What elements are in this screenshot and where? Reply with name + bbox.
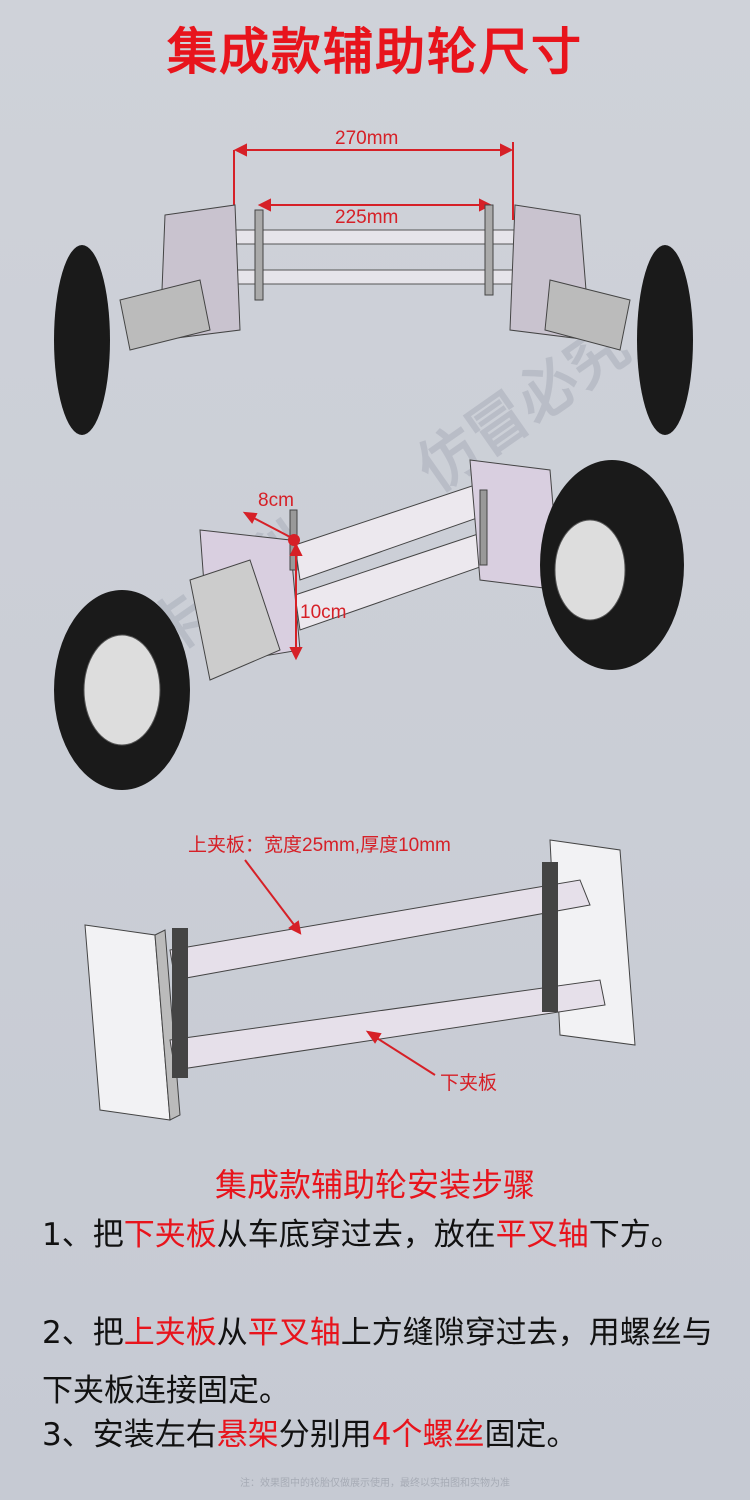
step-highlight: 平叉轴 (495, 1217, 589, 1253)
step-text: 2、把 (42, 1315, 124, 1351)
upper-plate-label: 上夹板：宽度25mm,厚度10mm (188, 835, 451, 856)
step-text: 固定。 (484, 1417, 578, 1453)
top-view-diagram (54, 142, 693, 435)
step-text: 分别用 (278, 1417, 372, 1453)
clamp-plates-diagram (84, 839, 636, 1121)
dim-outer-width: 270mm (335, 128, 399, 149)
dim-height: 10cm (300, 602, 347, 623)
step-highlight: 下夹板 (123, 1217, 217, 1253)
step-highlight: 悬架 (216, 1417, 279, 1453)
page-title: 集成款辅助轮尺寸 (167, 23, 583, 81)
step-text: 从车底穿过去，放在 (216, 1217, 496, 1253)
lower-plate-label: 下夹板 (440, 1073, 498, 1094)
step-text: 下方。 (588, 1217, 682, 1253)
dim-depth: 8cm (258, 490, 294, 511)
step-text: 1、把 (42, 1217, 124, 1253)
step-highlight: 4个螺丝 (371, 1417, 485, 1453)
dim-inner-width: 225mm (335, 207, 399, 228)
step-highlight: 上夹板 (123, 1315, 217, 1351)
install-title: 集成款辅助轮安装步骤 (214, 1166, 535, 1204)
step-text: 3、安装左右 (42, 1417, 217, 1453)
step-text: 从 (216, 1315, 248, 1351)
step-highlight: 平叉轴 (247, 1315, 341, 1351)
install-step-2: 2、把上夹板从平叉轴上方缝隙穿过去，用螺丝与下夹板连接固定。 (42, 1304, 722, 1420)
step-text: 上方缝隙穿过去，用螺丝与下夹板连接固定。 (42, 1315, 713, 1409)
perspective-diagram (54, 459, 684, 790)
footnote: 注：效果图中的轮胎仅做展示使用，最终以实拍图和实物为准 (240, 1478, 510, 1489)
install-step-3: 3、安装左右悬架分别用4个螺丝固定。 (42, 1406, 722, 1464)
install-step-1: 1、把下夹板从车底穿过去，放在平叉轴下方。 (42, 1206, 722, 1264)
